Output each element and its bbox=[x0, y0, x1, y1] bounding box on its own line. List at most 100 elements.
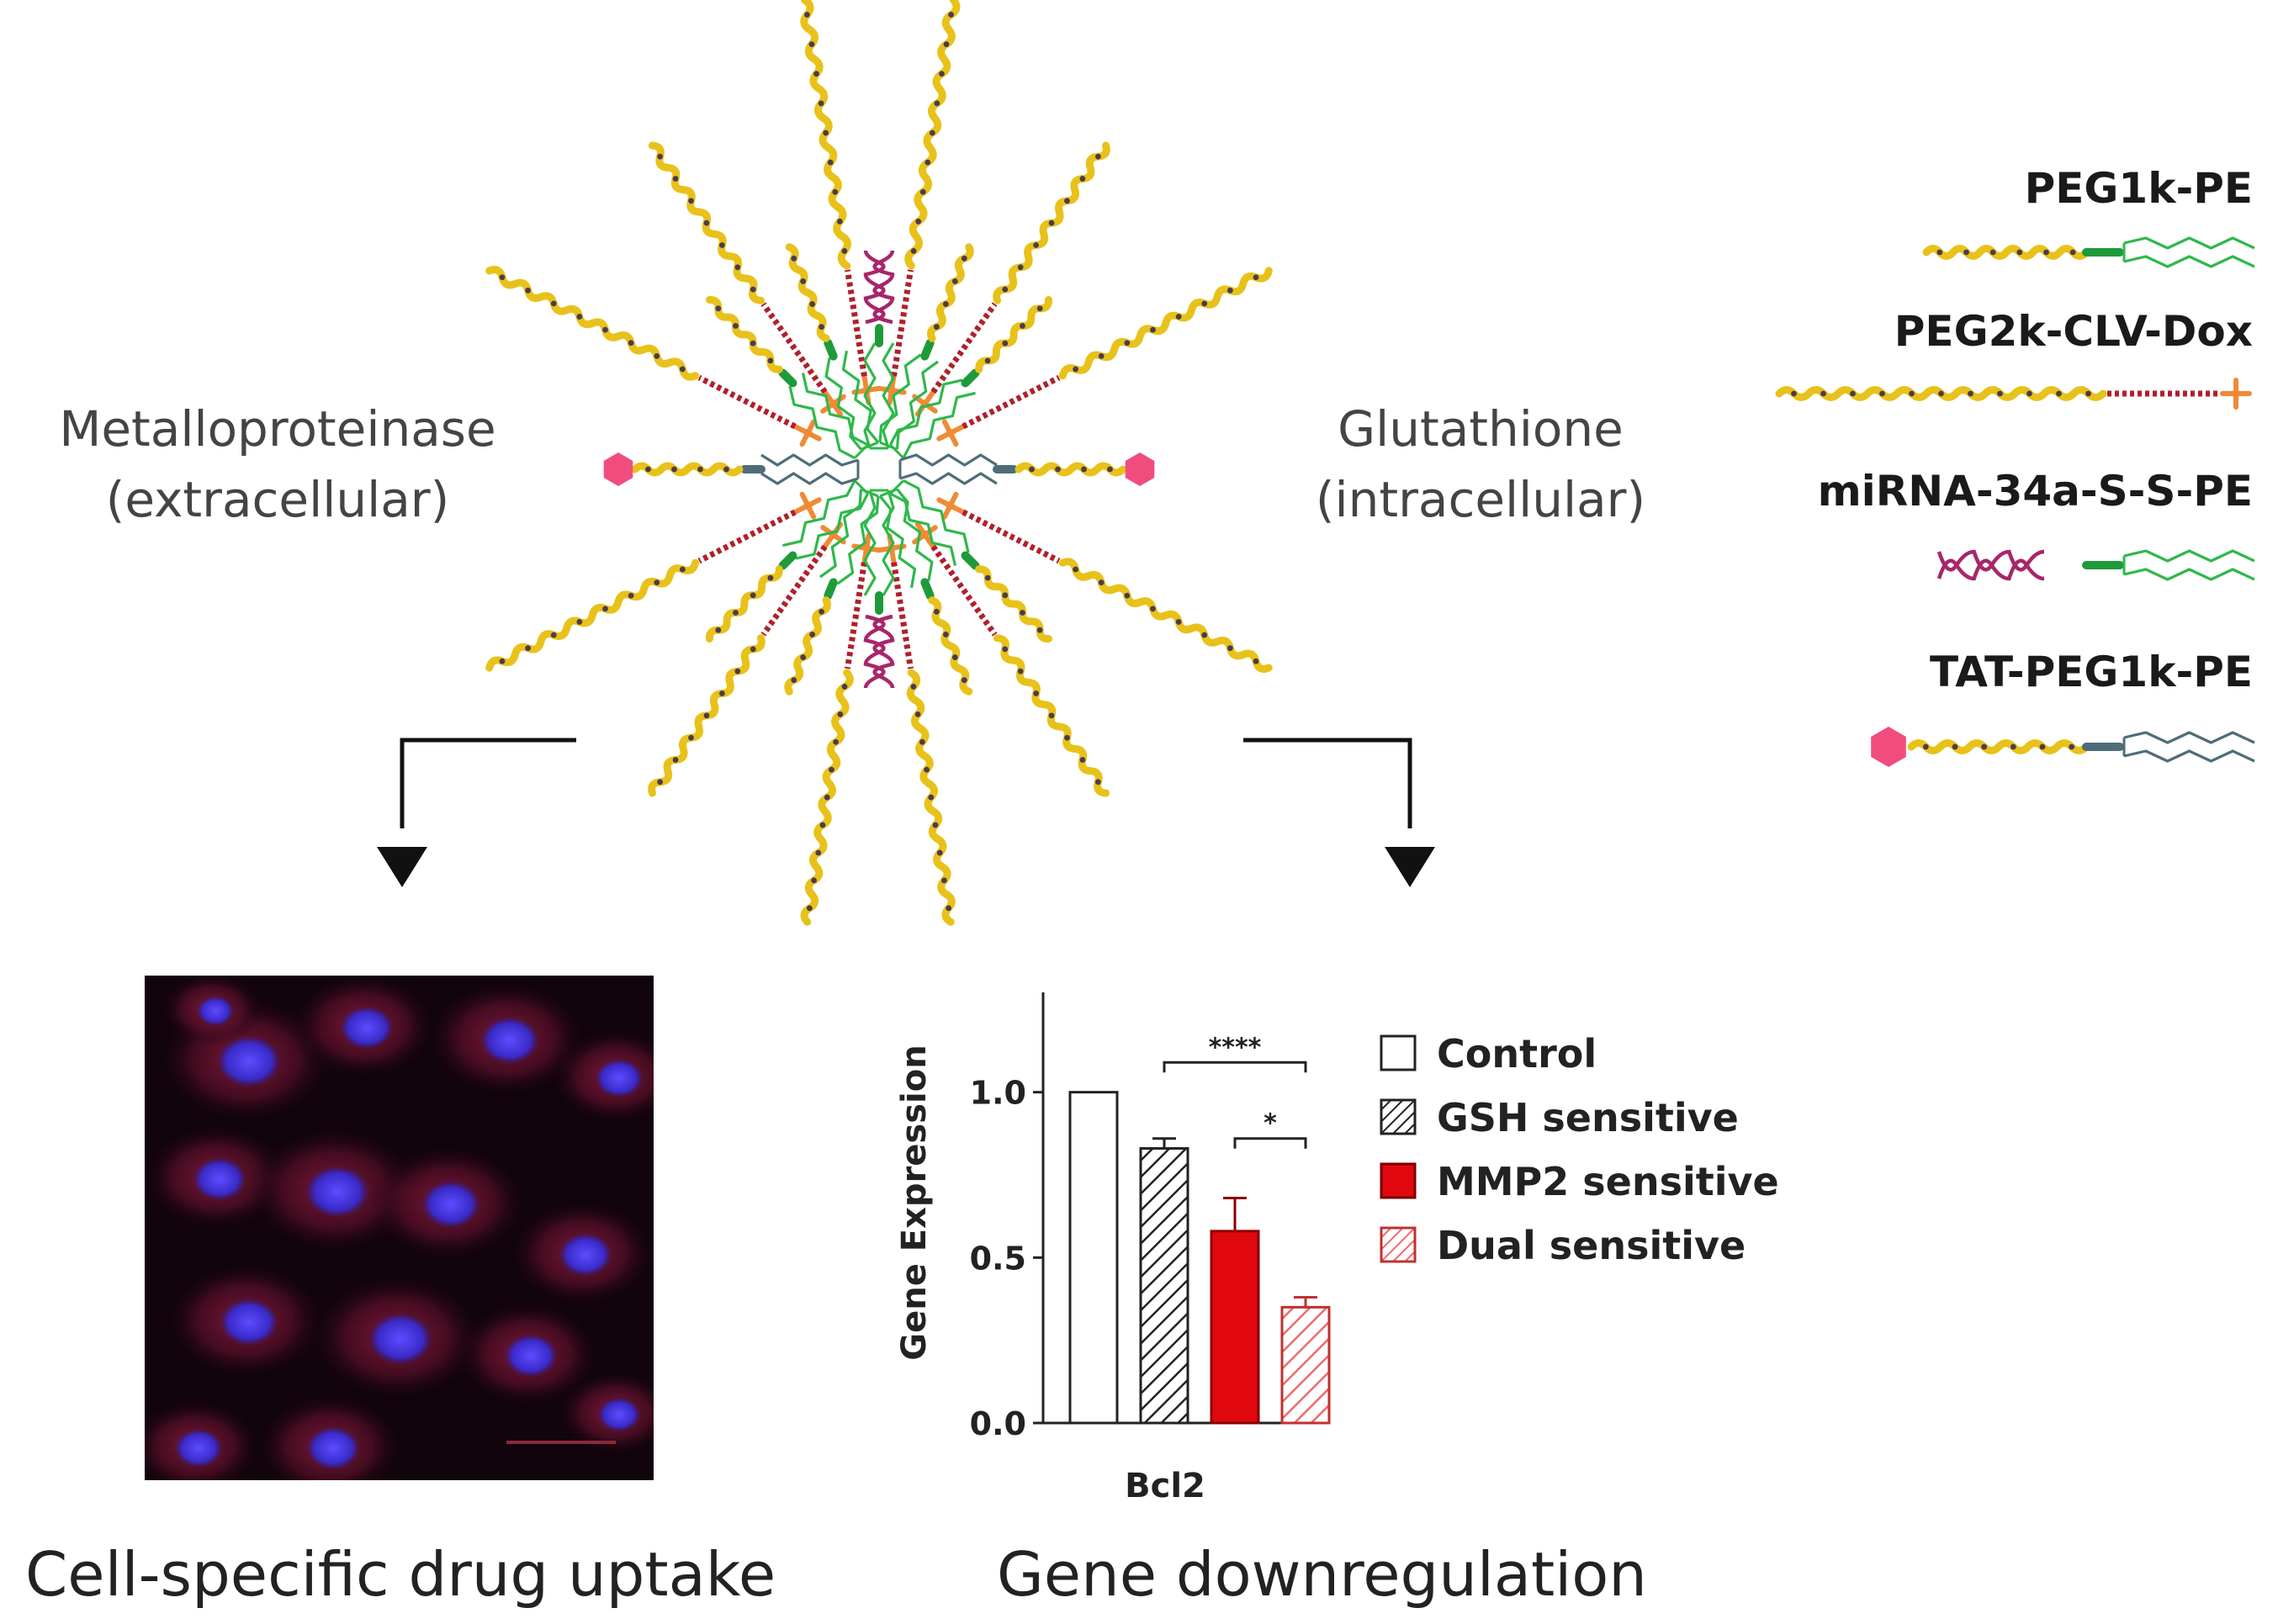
peg-dot bbox=[657, 779, 664, 786]
peg-dot bbox=[715, 305, 722, 312]
peg-dot bbox=[833, 738, 840, 745]
peg-dot bbox=[951, 654, 958, 660]
mirna-strand bbox=[863, 614, 886, 689]
chart-legend-label: MMP2 sensitive bbox=[1437, 1159, 1779, 1204]
peg-dot bbox=[1201, 632, 1208, 638]
peg-dot bbox=[984, 574, 991, 581]
peg-dot bbox=[815, 849, 822, 856]
peg-dot bbox=[1879, 390, 1885, 397]
peg-dot bbox=[697, 466, 703, 473]
clv-linker bbox=[844, 562, 867, 669]
peg2k-clv-dox-chain bbox=[877, 0, 961, 405]
peg-dot bbox=[672, 757, 679, 763]
peg1k-pe-chain bbox=[705, 295, 869, 459]
peg-dot bbox=[1017, 668, 1024, 674]
peg-dot bbox=[1029, 466, 1035, 473]
peg-chain bbox=[1922, 245, 2090, 260]
dox-core bbox=[946, 501, 955, 510]
lipid-tail bbox=[2123, 731, 2255, 744]
peg-dot bbox=[1017, 264, 1024, 271]
lipid-tail bbox=[903, 479, 970, 553]
peg-dot bbox=[1124, 340, 1131, 346]
peg-dot bbox=[1226, 287, 1233, 294]
peg-dot bbox=[688, 734, 694, 741]
peg-dot bbox=[942, 301, 949, 307]
peg-dot bbox=[829, 766, 834, 773]
peg-chain bbox=[705, 565, 783, 643]
peg-dot bbox=[1124, 592, 1131, 599]
peg-dot bbox=[1922, 743, 1929, 750]
pe-linker bbox=[778, 368, 797, 388]
clv-linker bbox=[962, 374, 1061, 430]
peg-chain bbox=[975, 295, 1053, 373]
lipid-tail bbox=[818, 489, 863, 579]
peg-dot bbox=[1002, 286, 1009, 293]
lipid-tail bbox=[801, 373, 869, 447]
peg-dot bbox=[657, 153, 664, 160]
peg-dot bbox=[961, 255, 967, 262]
peg-dot bbox=[733, 610, 739, 616]
pe-linker bbox=[961, 551, 980, 570]
significance-bracket bbox=[1163, 1061, 1307, 1073]
peg-dot bbox=[1081, 466, 1087, 473]
peg-chain bbox=[1058, 267, 1273, 380]
peg-dot bbox=[824, 794, 830, 801]
clv-linker bbox=[891, 269, 914, 377]
caption-gene-downregulation: Gene downregulation bbox=[997, 1539, 1647, 1610]
peg-chain bbox=[928, 596, 973, 696]
right-trigger-line1: Glutathione bbox=[1338, 400, 1624, 458]
peg-chain bbox=[1907, 739, 2090, 754]
significance-bracket bbox=[1233, 1137, 1307, 1149]
microscopy-image bbox=[145, 976, 654, 1480]
peg-dot bbox=[939, 71, 945, 77]
peg-dot bbox=[654, 579, 660, 586]
peg-dot bbox=[806, 905, 813, 912]
peg-dot bbox=[2043, 249, 2049, 256]
peg-dot bbox=[1033, 690, 1040, 696]
lipid-head bbox=[889, 443, 905, 459]
arrow-left-head bbox=[377, 847, 427, 887]
peg1k-pe-chain bbox=[785, 243, 880, 451]
peg-dot bbox=[1981, 743, 1988, 750]
peg-dot bbox=[1909, 390, 1915, 397]
peg-dot bbox=[715, 627, 722, 633]
bar-control bbox=[1068, 1091, 1119, 1425]
left-trigger-line2: (extracellular) bbox=[105, 471, 450, 529]
peg-dot bbox=[499, 274, 506, 281]
peg2k-clv-dox-chain bbox=[800, 0, 882, 405]
y-tick-label: 0.5 bbox=[970, 1240, 1026, 1277]
peg-chain bbox=[1058, 558, 1273, 673]
lipid-tail bbox=[899, 453, 998, 467]
peg-dot bbox=[1850, 390, 1856, 397]
peg-dot bbox=[723, 466, 729, 473]
legend-swatch bbox=[1380, 1162, 1417, 1199]
peg2k-clv-dox-chain bbox=[800, 533, 882, 926]
peg-dot bbox=[800, 278, 807, 284]
lipid-tail bbox=[895, 360, 940, 450]
peg-dot bbox=[915, 218, 922, 225]
peg-dot bbox=[934, 100, 940, 107]
peg-dot bbox=[1098, 579, 1105, 586]
peg-dot bbox=[934, 608, 940, 615]
peg-dot bbox=[910, 248, 917, 254]
peg1k-pe-chain bbox=[889, 479, 1053, 643]
peg-dot bbox=[1820, 390, 1826, 397]
peg-chain bbox=[631, 462, 744, 477]
lipid-head bbox=[853, 479, 869, 495]
peg-dot bbox=[1036, 305, 1043, 312]
peg-dot bbox=[818, 608, 824, 615]
peg-dot bbox=[2069, 743, 2075, 750]
dox-core bbox=[2232, 389, 2240, 398]
arrow-left-line bbox=[400, 738, 576, 828]
clv-linker bbox=[891, 562, 914, 669]
peg-dot bbox=[1150, 326, 1156, 333]
peg-dot bbox=[679, 366, 686, 373]
legend-name-tat-peg1k-pe: TAT-PEG1k-PE bbox=[1930, 648, 2253, 696]
pe-linker bbox=[920, 338, 935, 361]
peg-dot bbox=[1002, 646, 1009, 653]
peg2k-clv-dox-chain bbox=[912, 521, 1110, 797]
peg-dot bbox=[1002, 340, 1009, 346]
cell-nucleus bbox=[368, 1312, 433, 1366]
